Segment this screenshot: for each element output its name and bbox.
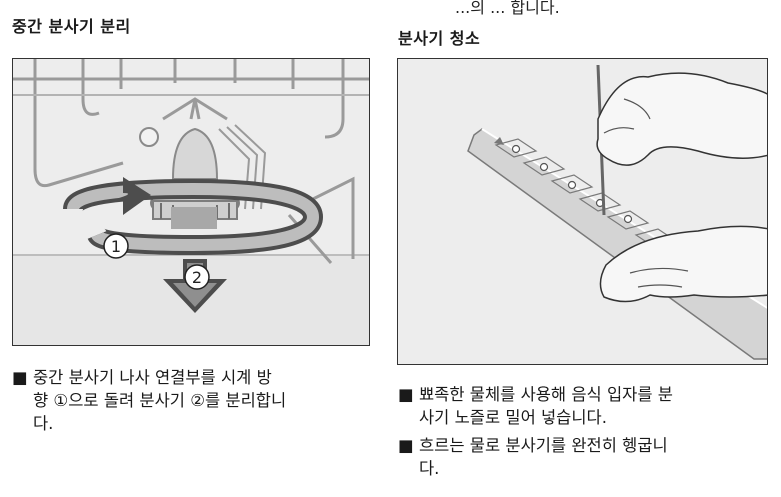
bullet-remove-instruction: ■ 중간 분사기 나사 연결부를 시계 방 향 ①으로 돌려 분사기 ②를 분리… [12, 366, 372, 438]
bullet-line: 다. [419, 459, 440, 478]
section-heading-clean-spray-arm: 분사기 청소 [398, 29, 481, 48]
marker-1: 1 [111, 237, 121, 256]
section-heading-remove-spray-arm: 중간 분사기 분리 [12, 17, 131, 36]
cut-off-text-fragment: ...의 ... 합니다. [455, 0, 560, 17]
bullet-line: 다. [33, 414, 54, 433]
bullet-line: 중간 분사기 나사 연결부를 시계 방 [33, 368, 272, 387]
bullet-line: 사기 노즐로 밀어 넣습니다. [419, 408, 607, 427]
figure-remove-spray-arm: 1 2 [12, 58, 370, 346]
bullet-marker: ■ [398, 436, 414, 455]
figure-clean-spray-arm [397, 58, 768, 365]
bullet-rinse: ■ 흐르는 물로 분사기를 완전히 헹굽니 다. [398, 434, 778, 482]
bullet-line: 뾰족한 물체를 사용해 음식 입자를 분 [419, 385, 673, 404]
bullet-line: 향 ①으로 돌려 분사기 ②를 분리합니 [33, 391, 287, 410]
marker-2: 2 [192, 268, 202, 287]
bullet-marker: ■ [12, 368, 28, 387]
bullet-line: 흐르는 물로 분사기를 완전히 헹굽니 [419, 436, 668, 455]
bullet-marker: ■ [398, 385, 414, 404]
bullet-push-particles: ■ 뾰족한 물체를 사용해 음식 입자를 분 사기 노즐로 밀어 넣습니다. [398, 383, 778, 431]
